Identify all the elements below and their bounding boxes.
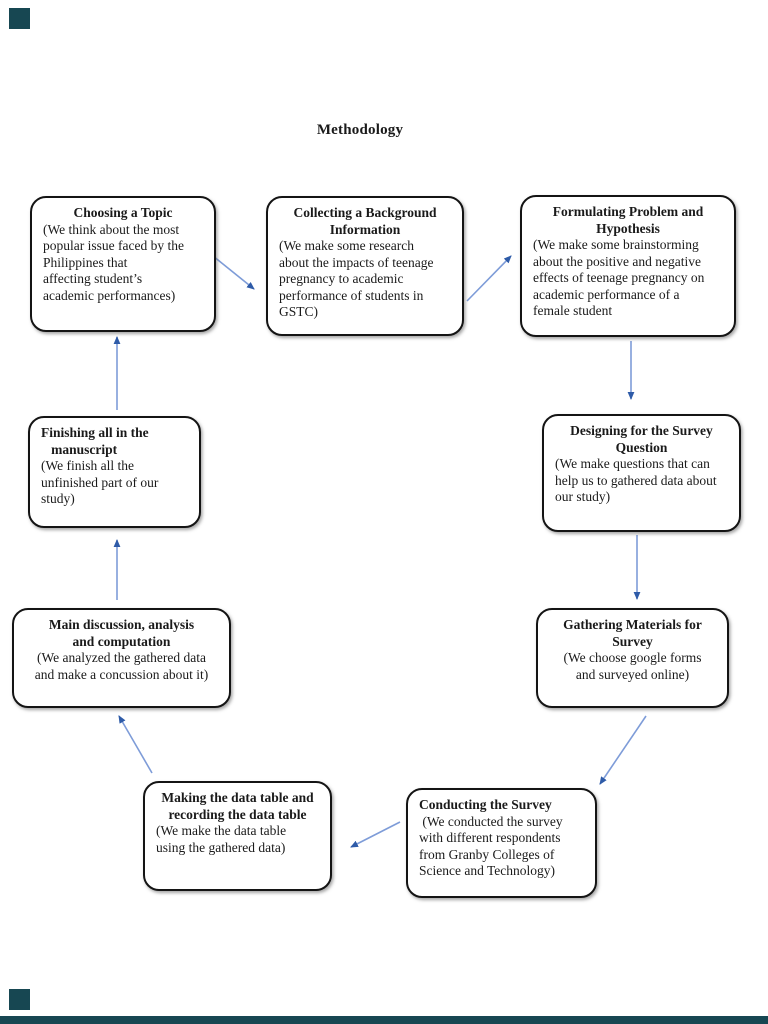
- arrow-making-to-maindiscussion: [118, 715, 153, 774]
- node-body: (We analyzed the gathered data and make …: [34, 650, 209, 682]
- node-collecting-background-information: Collecting a Background Information (We …: [266, 196, 464, 336]
- node-gathering-materials-survey: Gathering Materials for Survey (We choos…: [536, 608, 729, 708]
- node-body: (We make some research about the impacts…: [279, 238, 434, 319]
- page-corner-mark-top-left: [9, 8, 30, 29]
- node-body: (We make the data table using the gather…: [156, 823, 287, 855]
- arrow-collecting-to-formulating: [466, 255, 512, 302]
- node-finishing-manuscript: Finishing all in the manuscript (We fini…: [28, 416, 201, 528]
- arrow-conducting-to-making: [350, 821, 401, 848]
- node-title: Finishing all in the manuscript: [41, 425, 149, 457]
- node-title: Collecting a Background Information: [293, 205, 437, 237]
- node-title: Gathering Materials for Survey: [563, 617, 702, 649]
- node-title: Designing for the Survey Question: [570, 423, 713, 455]
- node-choosing-a-topic: Choosing a Topic (We think about the mos…: [30, 196, 216, 332]
- node-formulating-problem-hypothesis: Formulating Problem and Hypothesis (We m…: [520, 195, 736, 337]
- node-title: Formulating Problem and Hypothesis: [552, 204, 704, 236]
- arrow-choosing-to-collecting: [212, 255, 255, 290]
- page-corner-mark-bottom-left: [9, 989, 30, 1010]
- node-body: (We make questions that can help us to g…: [555, 456, 717, 504]
- node-body: (We make some brainstorming about the po…: [533, 237, 705, 318]
- node-body: (We think about the most popular issue f…: [43, 221, 184, 303]
- node-main-discussion-analysis: Main discussion, analysis and computatio…: [12, 608, 231, 708]
- page-bottom-bar: [0, 1016, 768, 1024]
- node-title: Choosing a Topic: [73, 205, 173, 220]
- arrow-gathering-to-conducting: [599, 715, 647, 785]
- node-body: (We choose google forms and surveyed onl…: [563, 650, 702, 682]
- page-title: Methodology: [316, 122, 404, 138]
- node-designing-survey-question: Designing for the Survey Question (We ma…: [542, 414, 741, 532]
- node-making-data-table: Making the data table and recording the …: [143, 781, 332, 891]
- node-title: Making the data table and recording the …: [161, 790, 314, 822]
- node-body: (We conducted the survey with different …: [419, 813, 563, 879]
- node-title: Conducting the Survey: [419, 797, 552, 812]
- node-title: Main discussion, analysis and computatio…: [48, 617, 195, 649]
- node-body: (We finish all the unfinished part of ou…: [41, 458, 159, 506]
- node-conducting-the-survey: Conducting the Survey (We conducted the …: [406, 788, 597, 898]
